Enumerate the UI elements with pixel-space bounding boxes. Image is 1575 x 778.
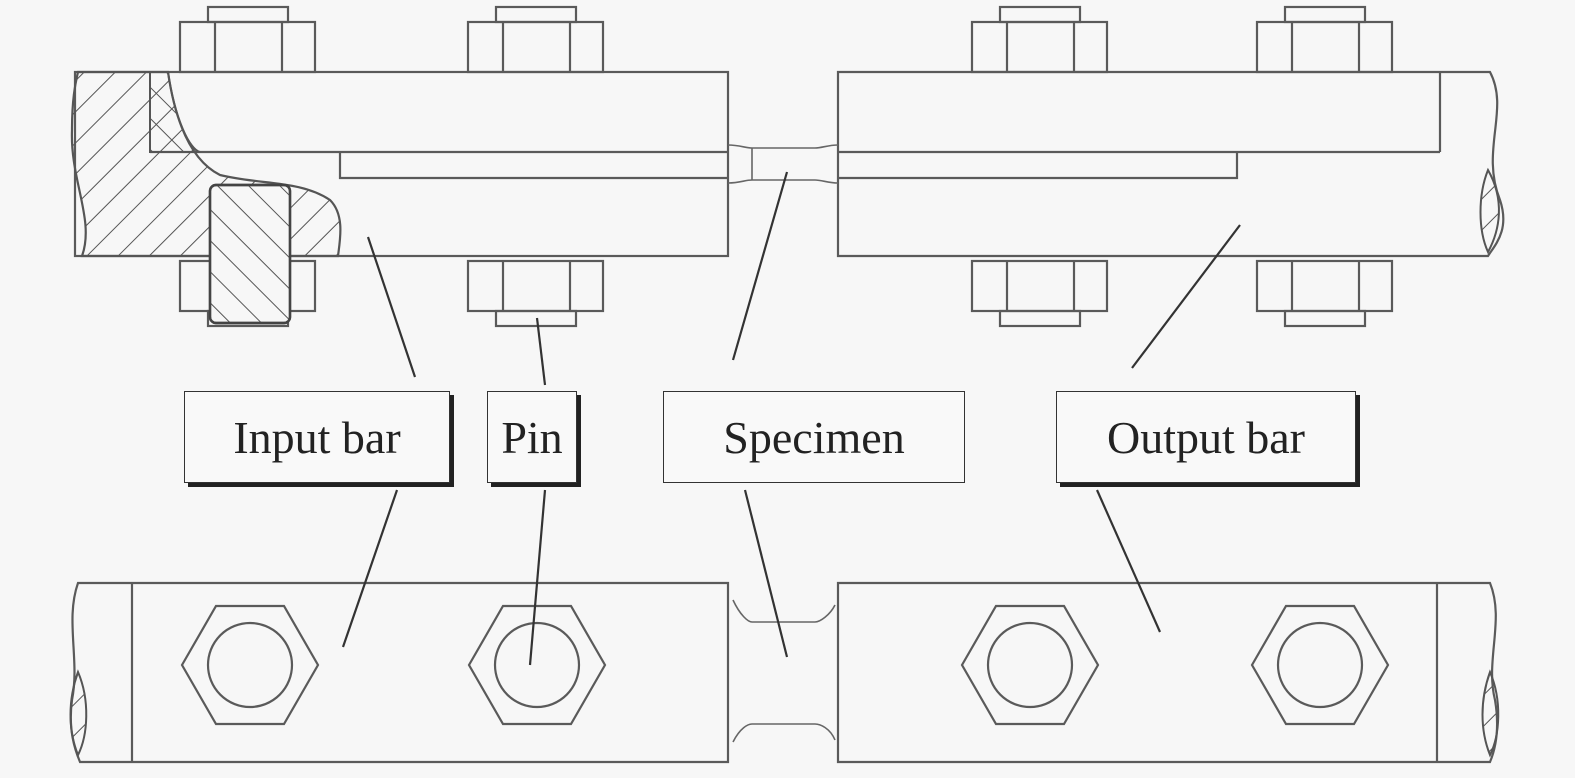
specimen-plan: [732, 599, 836, 743]
specimen-label: Specimen: [663, 391, 965, 483]
output-bar-plan: [836, 581, 1500, 764]
plan-view: [69, 581, 1500, 764]
input-bar-plan: [69, 581, 730, 764]
pin-label: Pin: [487, 391, 577, 483]
leader-lines: [341, 171, 1241, 666]
specimen-section: [727, 144, 839, 184]
top-nuts: [178, 5, 1394, 74]
output-bar-label: Output bar: [1056, 391, 1356, 483]
input-bar-section: [70, 70, 730, 325]
input-bar-label: Input bar: [184, 391, 450, 483]
output-bar-section: [836, 70, 1505, 258]
bottom-nuts: [178, 259, 1394, 328]
section-view: [70, 5, 1505, 328]
